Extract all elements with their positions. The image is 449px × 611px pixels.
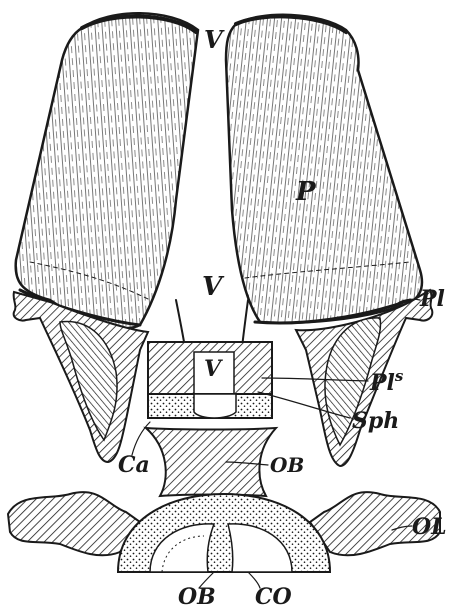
left-parietal-bone — [16, 13, 198, 328]
label-OB-bottom: OB — [178, 584, 216, 610]
occipital-arch — [118, 494, 330, 572]
label-V-inner: V — [204, 356, 223, 382]
label-Ca: Ca — [118, 452, 150, 478]
label-P: P — [295, 177, 317, 207]
label-Pls: Pls — [369, 367, 404, 396]
right-parietal-bone — [226, 15, 422, 323]
label-V-top: V — [204, 25, 225, 54]
label-Pl: Pl — [419, 286, 445, 312]
label-Sph: Sph — [352, 408, 399, 434]
label-V-mid: V — [202, 272, 225, 302]
label-CO: CO — [255, 584, 292, 610]
label-OL: OL — [412, 514, 447, 540]
label-OB-mid: OB — [270, 453, 304, 477]
hourglass-bone — [146, 428, 276, 496]
